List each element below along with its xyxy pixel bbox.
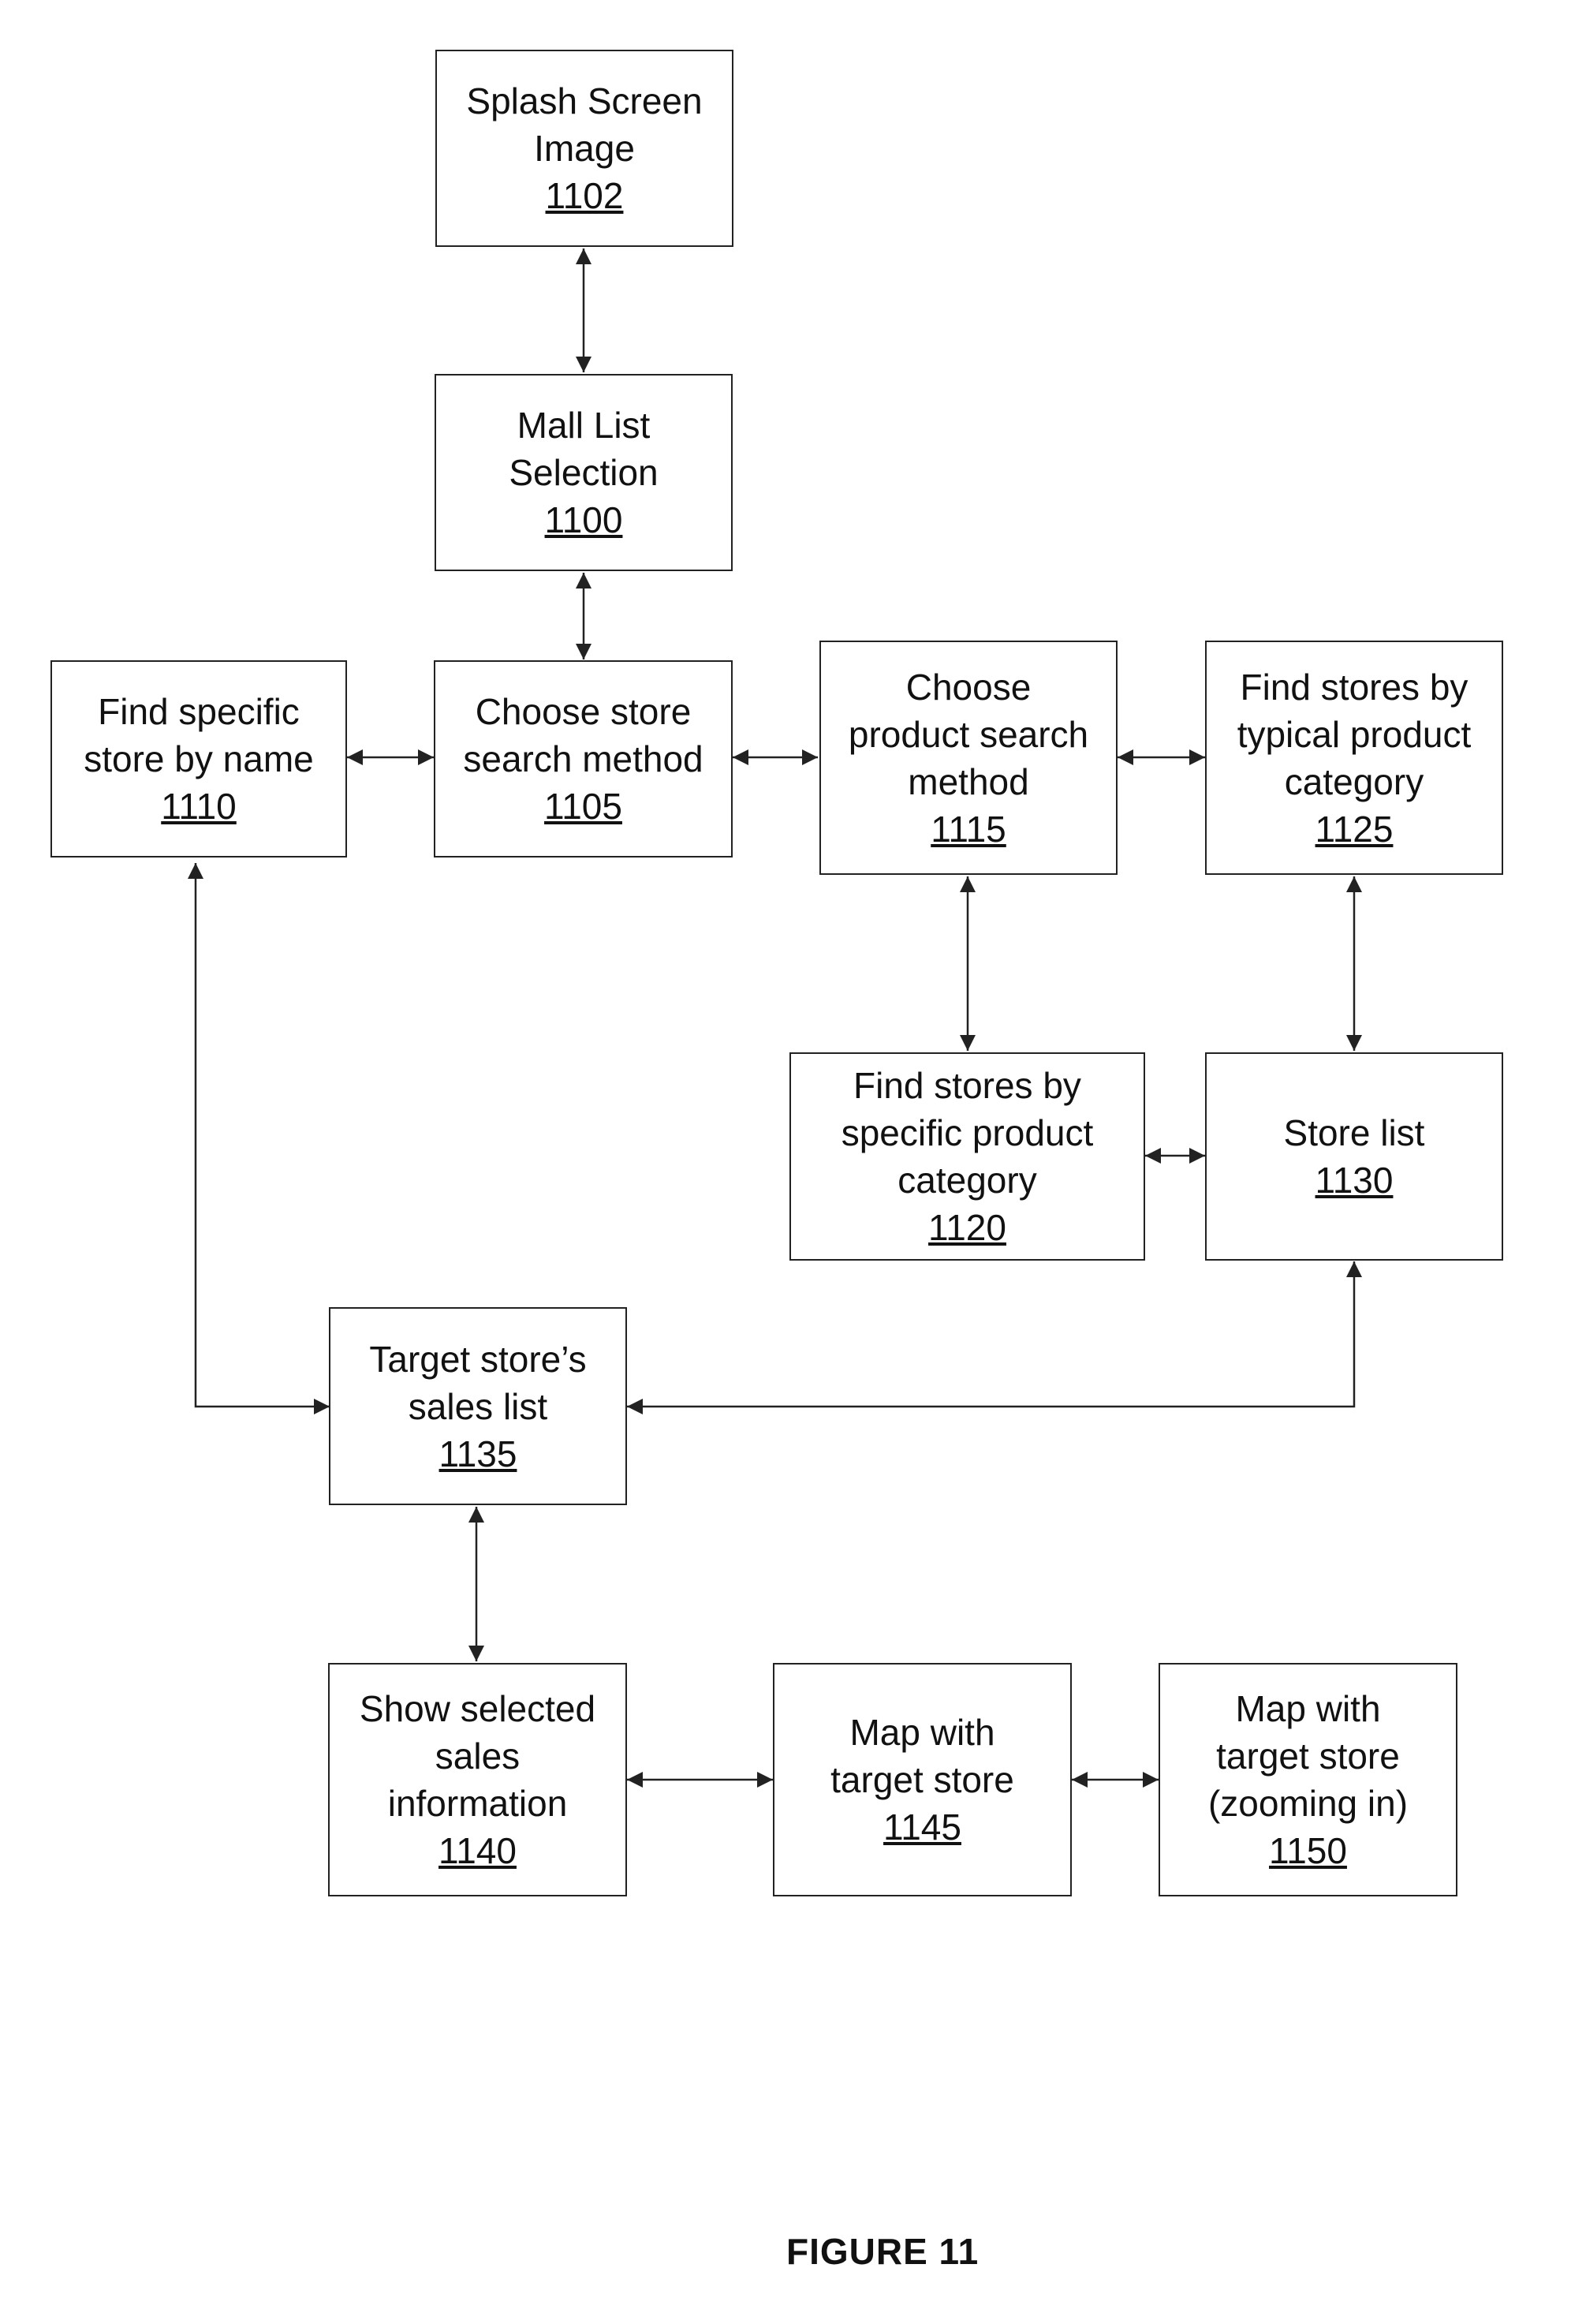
box-store-list: Store list 1130	[1205, 1052, 1503, 1261]
box-target-stores-sales-list: Target store’s sales list 1135	[329, 1307, 627, 1505]
box-ref-number: 1135	[439, 1430, 517, 1478]
box-label: Choose product search method	[849, 663, 1088, 805]
box-splash-screen-image: Splash Screen Image 1102	[435, 50, 733, 247]
box-find-stores-by-typical-product-category: Find stores by typical product category …	[1205, 641, 1503, 875]
box-ref-number: 1125	[1315, 805, 1394, 853]
box-ref-number: 1145	[883, 1803, 961, 1851]
box-ref-number: 1120	[928, 1204, 1006, 1251]
box-label: Map with target store	[830, 1709, 1014, 1803]
box-ref-number: 1100	[545, 496, 623, 544]
box-ref-number: 1140	[438, 1827, 517, 1874]
box-choose-store-search-method: Choose store search method 1105	[434, 660, 733, 857]
box-label: Mall List Selection	[509, 402, 658, 496]
arrow-1110-1135	[196, 863, 330, 1407]
box-ref-number: 1150	[1269, 1827, 1347, 1874]
arrow-1130-1135	[627, 1261, 1354, 1407]
box-ref-number: 1105	[544, 783, 622, 830]
box-find-stores-by-specific-product-category: Find stores by specific product category…	[789, 1052, 1145, 1261]
box-label: Store list	[1284, 1109, 1425, 1156]
box-mall-list-selection: Mall List Selection 1100	[435, 374, 733, 571]
box-label: Splash Screen Image	[466, 77, 702, 172]
box-show-selected-sales-information: Show selected sales information 1140	[328, 1663, 627, 1896]
box-find-specific-store-by-name: Find specific store by name 1110	[50, 660, 347, 857]
box-map-with-target-store: Map with target store 1145	[773, 1663, 1072, 1896]
box-choose-product-search-method: Choose product search method 1115	[819, 641, 1118, 875]
box-label: Show selected sales information	[360, 1685, 595, 1827]
box-label: Choose store search method	[463, 688, 703, 783]
figure-caption: FIGURE 11	[786, 2230, 979, 2273]
box-label: Find specific store by name	[84, 688, 313, 783]
box-label: Find stores by typical product category	[1237, 663, 1472, 805]
box-label: Find stores by specific product category	[842, 1062, 1094, 1204]
box-ref-number: 1102	[546, 172, 624, 219]
box-label: Target store’s sales list	[369, 1336, 586, 1430]
box-ref-number: 1110	[161, 783, 237, 830]
box-label: Map with target store (zooming in)	[1208, 1685, 1408, 1827]
box-ref-number: 1130	[1315, 1156, 1394, 1204]
box-map-with-target-store-zooming-in: Map with target store (zooming in) 1150	[1159, 1663, 1457, 1896]
box-ref-number: 1115	[931, 805, 1006, 853]
